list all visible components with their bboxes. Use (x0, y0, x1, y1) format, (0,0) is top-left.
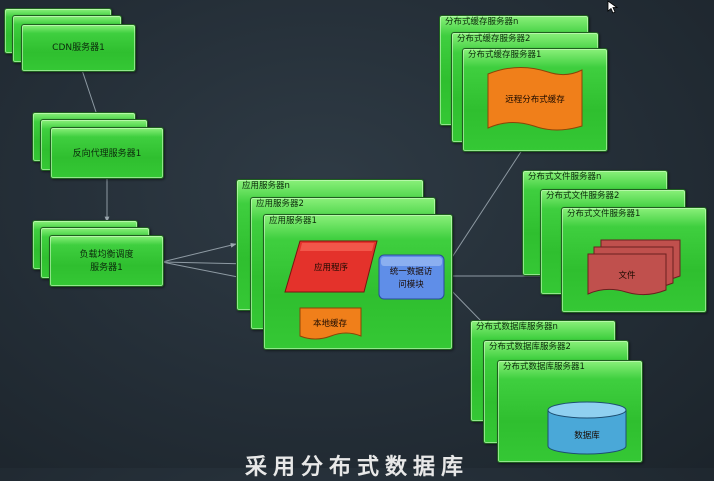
cache-server-2-label: 分布式缓存服务器2 (457, 34, 531, 44)
remote-cache-label: 远程分布式缓存 (505, 94, 565, 105)
load-balancer-label-line2: 服务器1 (90, 263, 123, 273)
app-program-shape[interactable]: 应用程序 (284, 240, 378, 293)
file-server-2-label: 分布式文件服务器2 (546, 191, 620, 201)
db-server-2-label: 分布式数据库服务器2 (489, 342, 571, 352)
file-shape[interactable]: 文件 (587, 239, 681, 296)
unified-access-label-line2: 问模块 (398, 279, 424, 290)
db-server-n-label: 分布式数据库服务器n (476, 322, 558, 332)
unified-access-module[interactable]: 统一数据访 问模块 (378, 254, 445, 300)
edge-lb-to-app-n (161, 242, 237, 263)
architecture-diagram: CDN服务器1 反向代理服务器1 负载均衡调度 服务器1 应用服务器n 应用服务… (4, 0, 707, 480)
file-server-n-label: 分布式文件服务器n (528, 172, 602, 182)
load-balancer-label-line1: 负载均衡调度 (79, 250, 134, 260)
edge-lb-to-app-2 (161, 261, 251, 267)
app-server-2-label: 应用服务器2 (256, 199, 304, 209)
database-shape[interactable]: 数据库 (547, 401, 627, 455)
shape-layer: 应用程序 本地缓存 统一数据访 问模块 远程分布式缓存 文件 (284, 67, 681, 455)
edge-cdn-to-proxy (81, 69, 99, 119)
load-balancer-server[interactable]: 负载均衡调度 服务器1 (49, 235, 164, 287)
unified-access-label-line1: 统一数据访 (390, 266, 433, 277)
reverse-proxy-label: 反向代理服务器1 (72, 149, 142, 159)
cache-server-1-label: 分布式缓存服务器1 (468, 50, 542, 60)
cache-server-n-label: 分布式缓存服务器n (445, 17, 519, 27)
reverse-proxy-server[interactable]: 反向代理服务器1 (50, 127, 164, 179)
database-label: 数据库 (574, 430, 600, 441)
bottom-title: 采用分布式数据库 (244, 455, 469, 480)
cdn-server[interactable]: CDN服务器1 (21, 24, 136, 72)
app-server-n-label: 应用服务器n (242, 181, 290, 191)
cdn-server-label: CDN服务器1 (52, 43, 105, 53)
db-server-1-label: 分布式数据库服务器1 (503, 362, 585, 372)
mouse-cursor-icon (607, 0, 619, 14)
file-server-1-label: 分布式文件服务器1 (567, 209, 641, 219)
app-server-1-label: 应用服务器1 (269, 216, 317, 226)
local-cache-shape[interactable]: 本地缓存 (299, 307, 362, 340)
remote-cache-shape[interactable]: 远程分布式缓存 (487, 67, 583, 131)
app-program-label: 应用程序 (314, 262, 349, 273)
edge-access-to-cache (444, 137, 531, 269)
local-cache-label: 本地缓存 (313, 318, 348, 329)
file-label: 文件 (618, 270, 636, 281)
